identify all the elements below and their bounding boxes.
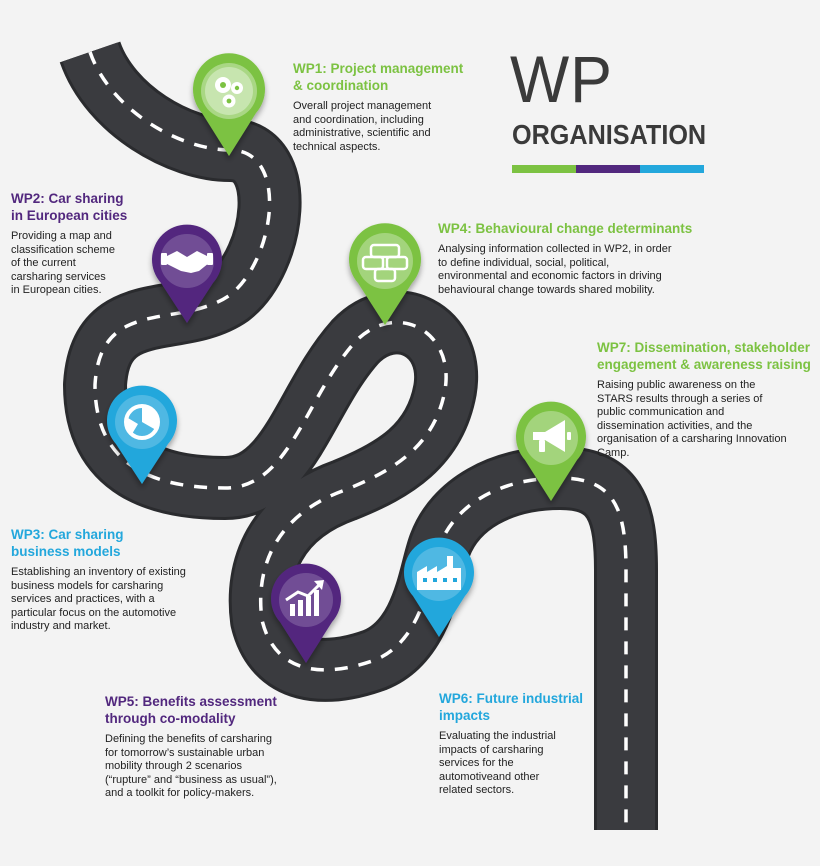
traffic-cars-icon xyxy=(361,243,409,283)
wp5-title: WP5: Benefits assessment through co-moda… xyxy=(105,694,277,726)
wp1-pin[interactable] xyxy=(193,53,265,157)
wp2-title: WP2: Car sharing in European cities xyxy=(11,191,128,223)
heading-bar-blue xyxy=(640,165,704,173)
wp4-pin[interactable] xyxy=(349,223,421,325)
wp1-description: Overall project management and coordinat… xyxy=(293,100,432,153)
heading-subtitle: ORGANISATION xyxy=(512,119,707,150)
wp7-title: WP7: Dissemination, stakeholder engageme… xyxy=(597,340,811,372)
factory-icon xyxy=(417,556,461,590)
wp4-title: WP4: Behavioural change determinants xyxy=(438,221,693,236)
growth-chart-icon xyxy=(285,580,324,616)
pie-chart-icon xyxy=(124,404,160,440)
megaphone-icon xyxy=(533,420,571,452)
wp4-description: Analysing information collected in WP2, … xyxy=(438,243,672,296)
heading-color-bar xyxy=(512,165,704,173)
wp2-pin[interactable] xyxy=(152,224,222,323)
wp4-block: WP4: Behavioural change determinants Ana… xyxy=(438,220,728,297)
wp2-description: Providing a map and classification schem… xyxy=(11,230,115,297)
heading-title: WP xyxy=(510,42,613,116)
heading-bar-green xyxy=(512,165,576,173)
heading-bar-purple xyxy=(576,165,640,173)
wp6-pin[interactable] xyxy=(404,537,474,637)
wp6-description: Evaluating the industrial impacts of car… xyxy=(439,730,556,797)
handshake-icon xyxy=(161,251,213,273)
wp6-title: WP6: Future industrial impacts xyxy=(439,691,584,723)
wp5-block: WP5: Benefits assessment through co-moda… xyxy=(105,693,325,801)
wp3-title: WP3: Car sharing business models xyxy=(11,527,124,559)
wp5-description: Defining the benefits of carsharing for … xyxy=(105,733,277,800)
wp1-title: WP1: Project management & coordination xyxy=(293,61,464,93)
wp2-block: WP2: Car sharing in European cities Prov… xyxy=(11,190,151,298)
wp3-pin[interactable] xyxy=(107,385,177,484)
wp3-block: WP3: Car sharing business models Establi… xyxy=(11,526,221,634)
wp3-description: Establishing an inventory of existing bu… xyxy=(11,566,186,633)
wp7-pin[interactable] xyxy=(516,401,586,501)
wp7-description: Raising public awareness on the STARS re… xyxy=(597,379,787,459)
wp1-block: WP1: Project management & coordination O… xyxy=(293,60,493,154)
wp6-block: WP6: Future industrial impacts Evaluatin… xyxy=(439,690,599,798)
wp5-pin[interactable] xyxy=(271,563,341,663)
gears-icon xyxy=(215,77,243,108)
wp7-block: WP7: Dissemination, stakeholder engageme… xyxy=(597,339,812,461)
